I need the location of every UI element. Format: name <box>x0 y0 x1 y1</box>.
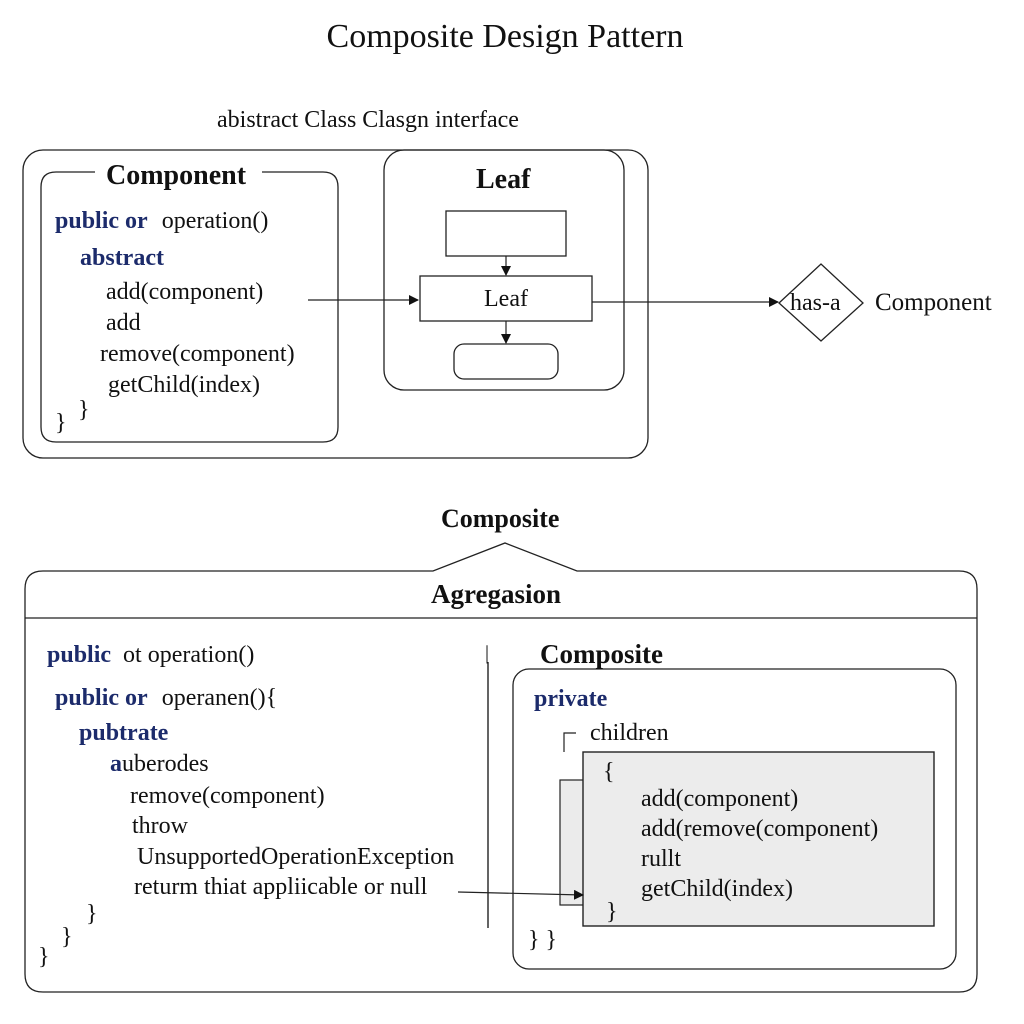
leaf-box <box>383 149 625 391</box>
composite-method: add(component) <box>641 786 799 812</box>
left-auberodes-keyword: a <box>110 751 122 777</box>
children-bracket <box>563 732 576 752</box>
left-brace: } <box>86 901 98 927</box>
left-code-line: public or operanen(){ <box>55 686 277 710</box>
children-methods-box <box>582 751 935 927</box>
leaf-bottom-rect <box>453 343 559 380</box>
component-abstract-keyword: abstract <box>80 245 164 271</box>
component-method: add <box>106 310 141 336</box>
composite-method: add(remove(component) <box>641 816 879 842</box>
component-box <box>40 171 339 443</box>
left-code-line: remove(component) <box>130 783 325 809</box>
composite-box <box>512 668 957 970</box>
leaf-box-label: Leaf <box>484 286 528 312</box>
left-public-or-keyword: public or <box>55 685 148 711</box>
composite-close-brace-outer: } } <box>528 927 558 953</box>
composite-close-brace-inner: } <box>606 899 618 925</box>
has-a-label: has-a <box>790 290 841 316</box>
left-operanen: operanen(){ <box>161 685 278 711</box>
left-brace: } <box>38 944 50 970</box>
left-auberodes-rest: uberodes <box>122 751 209 777</box>
component-operation: operation() <box>161 208 269 234</box>
left-pubtrate-keyword: pubtrate <box>79 720 169 746</box>
component-brace-outer: } <box>55 410 67 436</box>
component-public-keyword: public or <box>55 208 148 234</box>
left-code-line: returm thiat appliicable or null <box>134 874 428 900</box>
component-method: remove(component) <box>100 341 295 367</box>
composite-method: rullt <box>641 846 681 872</box>
composite-open-brace: { <box>603 759 615 785</box>
aggregation-frame <box>24 542 978 993</box>
left-operation: ot operation() <box>123 642 255 668</box>
composite-class-title: Composite <box>540 639 663 669</box>
separator-tick: | <box>485 642 490 664</box>
composite-method: getChild(index) <box>641 876 793 902</box>
left-public-keyword: public <box>47 642 112 668</box>
left-brace: } <box>61 924 73 950</box>
diagram-subtitle: abistract Class Clasgn interface <box>217 107 519 133</box>
component-method: add(component) <box>106 279 264 305</box>
aggregation-header: Agregasion <box>431 579 562 609</box>
leaf-top-rect <box>445 210 567 257</box>
composite-header: Composite <box>441 504 560 533</box>
component-method: getChild(index) <box>108 372 260 398</box>
component-brace-inner: } <box>78 397 90 423</box>
left-code-line: auberodes <box>110 752 209 776</box>
page-title: Composite Design Pattern <box>326 18 684 55</box>
left-code-line: throw <box>132 813 188 839</box>
top-outer-frame <box>22 149 649 459</box>
has-a-diamond <box>778 263 864 342</box>
composite-private-keyword: private <box>534 686 608 712</box>
return-to-composite-arrow <box>457 889 584 900</box>
leaf-title: Leaf <box>476 164 531 195</box>
composite-children-label: children <box>590 720 669 746</box>
has-a-target: Component <box>875 289 992 316</box>
component-title: Component <box>106 160 247 191</box>
left-code-line: public ot operation() <box>47 643 254 667</box>
left-code-line: UnsupportedOperationException <box>137 844 455 870</box>
component-operation-line: public or operation() <box>55 209 268 233</box>
